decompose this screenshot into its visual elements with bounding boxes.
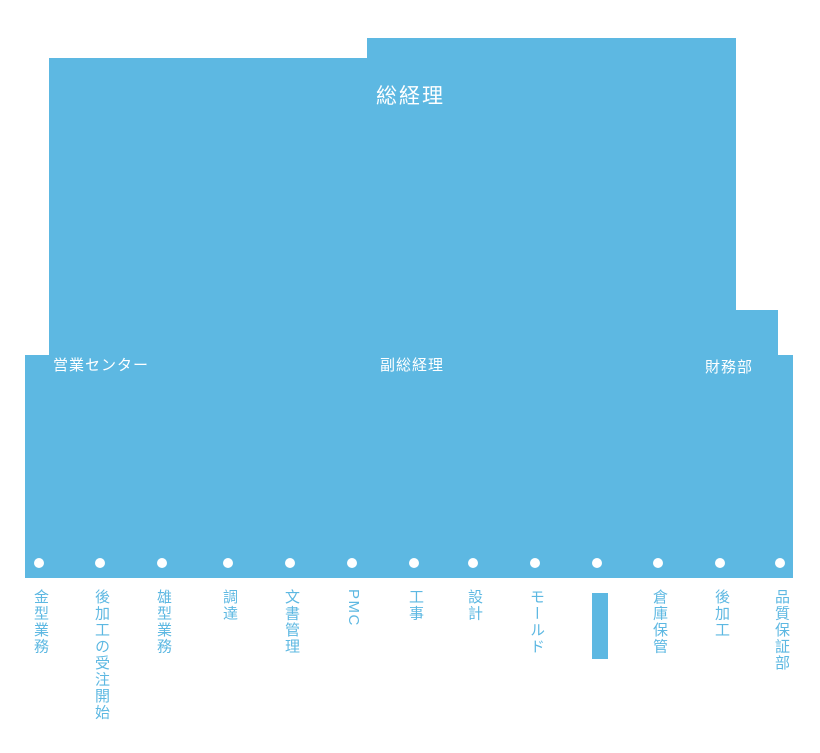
connector-dot-11: [653, 558, 663, 568]
root-node-label: 総経理: [376, 85, 445, 108]
dept-label-mold: モールド: [528, 589, 545, 655]
dept-label-chotatsu: 調達: [221, 589, 238, 622]
dept-label-atokako: 後加工: [713, 589, 730, 639]
connector-dot-13: [775, 558, 785, 568]
bottom-section-box: [25, 355, 793, 578]
connector-dot-4: [223, 558, 233, 568]
connector-dot-9: [530, 558, 540, 568]
dept-label-atokako-juchu-kaishi: 後加工の受注開始: [93, 589, 110, 721]
finance-dept-label: 財務部: [705, 359, 754, 376]
connector-dot-10: [592, 558, 602, 568]
dept-label-hinshitsu-hosho-bu: 品質保証部: [773, 589, 790, 672]
sales-center-label: 営業センター: [53, 357, 150, 374]
dept-label-sekkei: 設計: [466, 589, 483, 622]
dept-label-ogata-gyomu: 雄型業務: [155, 589, 172, 655]
connector-dot-1: [34, 558, 44, 568]
connector-dot-5: [285, 558, 295, 568]
connector-dot-6: [347, 558, 357, 568]
connector-dot-8: [468, 558, 478, 568]
dept-label-soko-hokan: 倉庫保管: [651, 589, 668, 655]
connector-dot-12: [715, 558, 725, 568]
deputy-gm-label: 副総経理: [380, 357, 445, 374]
connector-dot-2: [95, 558, 105, 568]
dept-label-kanagata-gyomu: 金型業務: [32, 589, 49, 655]
dept-label-koji: 工事: [407, 589, 424, 622]
dept-label-bar-placeholder: [592, 593, 608, 659]
dept-label-pmc: PMC: [345, 589, 362, 627]
connector-dot-3: [157, 558, 167, 568]
connector-dot-7: [409, 558, 419, 568]
dept-label-bunsho-kanri: 文書管理: [283, 589, 300, 655]
